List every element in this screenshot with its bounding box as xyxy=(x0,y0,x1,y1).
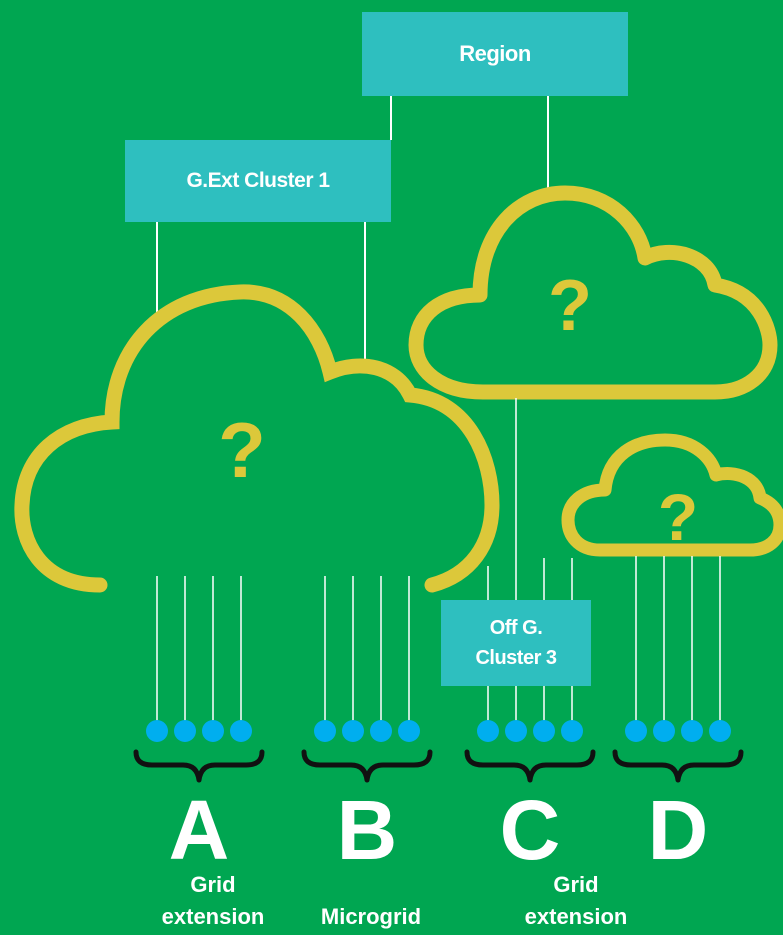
node-d1 xyxy=(625,720,647,742)
group-letter-d: D xyxy=(647,783,709,877)
gext-cluster-label: G.Ext Cluster 1 xyxy=(186,169,330,192)
cloud-medium-question: ? xyxy=(548,266,592,346)
node-b1 xyxy=(314,720,336,742)
node-a2 xyxy=(174,720,196,742)
cloud-medium xyxy=(408,185,778,400)
node-c2 xyxy=(505,720,527,742)
group-letter-a: A xyxy=(168,783,230,877)
node-a1 xyxy=(146,720,168,742)
connector-lines xyxy=(156,96,549,362)
group-caption-c: Grid extension xyxy=(524,872,628,929)
node-d3 xyxy=(681,720,703,742)
brace-d xyxy=(612,749,744,783)
group-letter-b: B xyxy=(336,783,398,877)
node-b3 xyxy=(370,720,392,742)
offgrid-cluster-box: Off G. Cluster 3 xyxy=(441,600,591,686)
cloud-large xyxy=(14,284,500,593)
brace-a xyxy=(133,749,265,783)
node-d2 xyxy=(653,720,675,742)
group-caption-a: Grid extension xyxy=(161,872,265,929)
node-a4 xyxy=(230,720,252,742)
region-label: Region xyxy=(459,41,531,66)
gext-cluster-box: G.Ext Cluster 1 xyxy=(125,140,391,222)
nodes xyxy=(146,720,731,742)
node-c4 xyxy=(561,720,583,742)
offgrid-cluster-label: Off G. Cluster 3 xyxy=(475,617,557,669)
region-box: Region xyxy=(362,12,628,96)
node-a3 xyxy=(202,720,224,742)
group-letter-c: C xyxy=(499,783,561,877)
braces xyxy=(133,749,744,783)
cloud-small xyxy=(561,433,783,557)
node-c3 xyxy=(533,720,555,742)
node-b4 xyxy=(398,720,420,742)
cloud-small-question: ? xyxy=(658,480,698,554)
group-caption-b: Microgrid xyxy=(320,904,422,929)
brace-c xyxy=(464,749,596,783)
brace-b xyxy=(301,749,433,783)
node-d4 xyxy=(709,720,731,742)
cloud-large-question: ? xyxy=(218,406,266,494)
node-c1 xyxy=(477,720,499,742)
node-b2 xyxy=(342,720,364,742)
